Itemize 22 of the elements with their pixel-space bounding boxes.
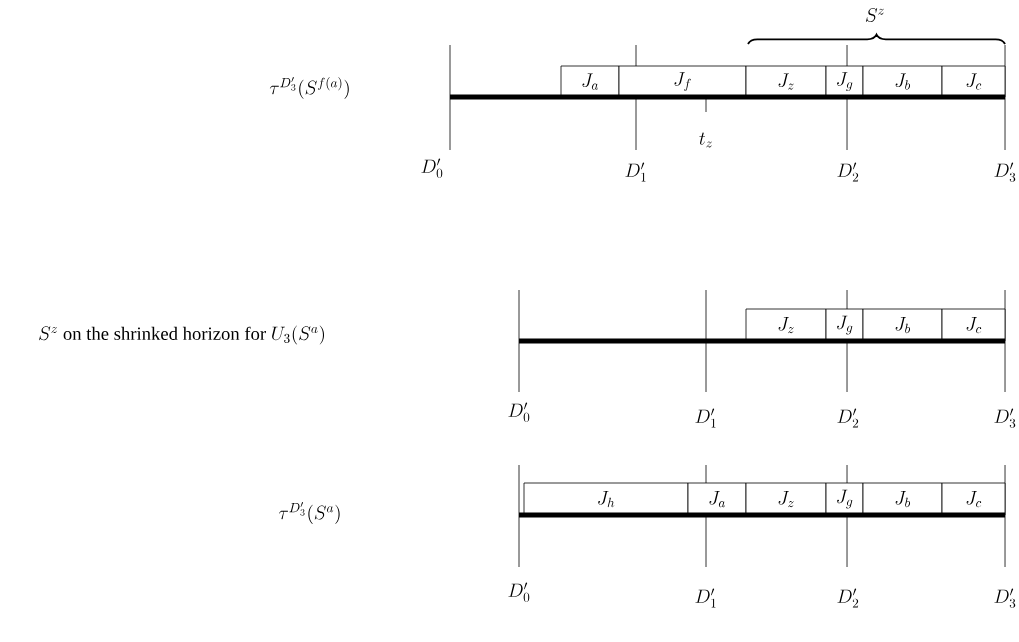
axis-label: $D'_1$ bbox=[695, 588, 716, 608]
axis-label: $D'_3$ bbox=[994, 162, 1016, 182]
job-box: $J_a$ bbox=[560, 65, 620, 98]
job-box: $J_c$ bbox=[941, 308, 1006, 342]
axis-label: $D'_0$ bbox=[508, 582, 530, 602]
row-label: $\tau^{D'_3}(S^a)$ bbox=[279, 502, 340, 524]
axis-label: $D'_3$ bbox=[994, 588, 1016, 608]
time-label: $t_z$ bbox=[699, 132, 712, 148]
job-box: $J_a$ bbox=[687, 482, 747, 516]
axis-label: $D'_1$ bbox=[625, 162, 646, 182]
row-label: $S^z \mbox{ on the shrinked horizon for } U_3(S^a)$ bbox=[39, 325, 324, 345]
axis-label: $D'_1$ bbox=[695, 408, 716, 428]
axis-label: $D'_0$ bbox=[421, 158, 443, 178]
job-box: $J_c$ bbox=[941, 65, 1006, 98]
axis-label: $D'_3$ bbox=[994, 408, 1016, 428]
axis-label: $D'_0$ bbox=[508, 402, 530, 422]
brace-label: $S^z$ bbox=[865, 8, 884, 22]
job-box: $J_c$ bbox=[941, 482, 1006, 516]
axis-label: $D'_2$ bbox=[837, 408, 859, 428]
axis-label: $D'_2$ bbox=[837, 588, 859, 608]
row-label: $\tau^{D'_3}(S^{f(a)})$ bbox=[269, 77, 349, 99]
axis-label: $D'_2$ bbox=[837, 162, 859, 182]
